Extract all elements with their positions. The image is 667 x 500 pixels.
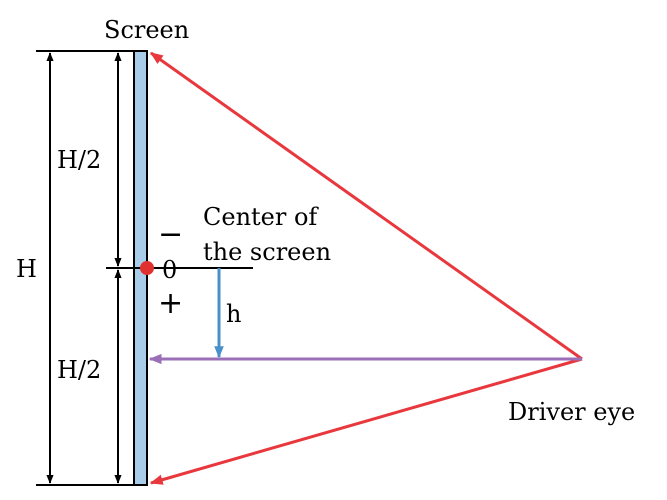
center-label-line-2: the screen <box>203 238 331 266</box>
plus-sign-label: + <box>158 286 183 321</box>
screen-label: Screen <box>104 16 189 44</box>
sight-line-top <box>149 51 583 361</box>
sight-line-bottom <box>149 357 583 485</box>
zero-label: 0 <box>162 256 177 284</box>
offset-h-label: h <box>226 300 241 328</box>
minus-sign-label: − <box>158 217 183 252</box>
half-height-bottom-label: H/2 <box>57 356 101 384</box>
driver-eye-label: Driver eye <box>508 398 635 426</box>
half-height-top-label: H/2 <box>57 146 101 174</box>
screen-center-dot <box>140 261 154 275</box>
center-label-line-1: Center of <box>203 203 319 231</box>
height-label: H <box>16 255 37 283</box>
